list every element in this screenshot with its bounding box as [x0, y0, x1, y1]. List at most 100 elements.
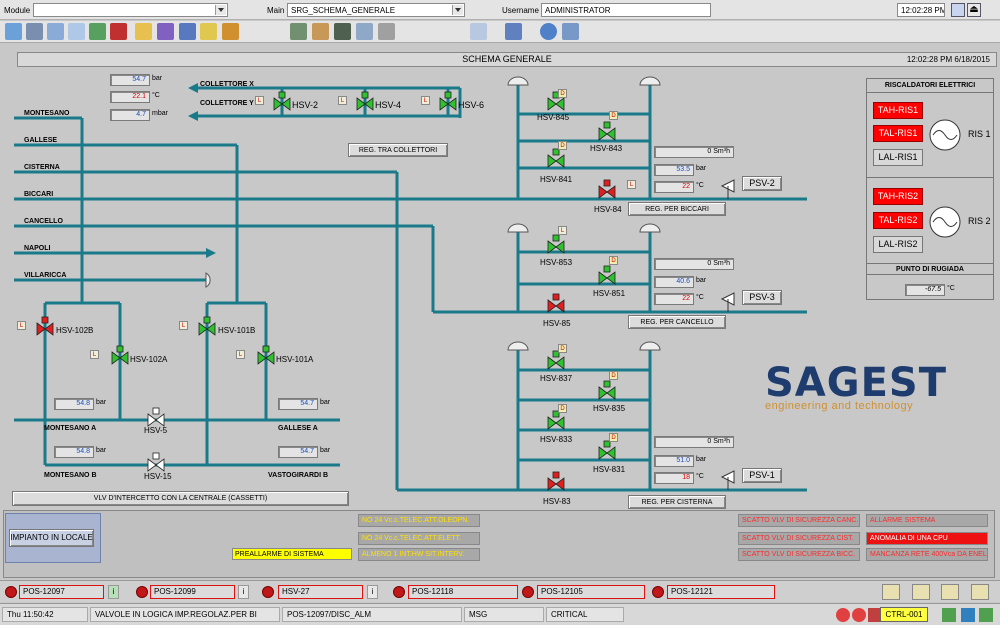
pos-item[interactable]: POS-12121: [667, 585, 775, 599]
valve-hsv-4[interactable]: [356, 91, 374, 111]
tah-ris1-indicator[interactable]: TAH-RIS1: [873, 102, 923, 119]
valve-hsv-101b[interactable]: [198, 316, 216, 336]
page-title: SCHEMA GENERALE: [462, 54, 552, 64]
montesano-b-label: MONTESANO B: [44, 472, 97, 479]
grid-icon[interactable]: [979, 608, 993, 622]
valve-hsv-853[interactable]: [547, 234, 565, 254]
grid-icon[interactable]: [89, 23, 106, 40]
sagest-logo: SAGEST: [765, 360, 948, 406]
pos-item[interactable]: POS-12118: [408, 585, 518, 599]
lal-ris2-indicator[interactable]: LAL-RIS2: [873, 236, 923, 253]
gauge-diff: 4.7: [110, 109, 150, 121]
psv-3-button[interactable]: PSV-3: [742, 290, 782, 305]
chart-icon[interactable]: [47, 23, 64, 40]
trend-icon[interactable]: [68, 23, 85, 40]
alarm-icon[interactable]: [110, 23, 127, 40]
info-icon[interactable]: i: [108, 585, 119, 599]
network-icon[interactable]: [356, 23, 373, 40]
help-icon[interactable]: [951, 3, 965, 17]
rugiada-value: -67.5: [905, 284, 945, 296]
reg-tra-collettori-button[interactable]: REG. TRA COLLETTORI: [348, 143, 448, 157]
psv-1-button[interactable]: PSV-1: [742, 468, 782, 483]
clock-icon[interactable]: [540, 23, 557, 40]
alarm-filter-icon[interactable]: [852, 608, 866, 622]
valve-hsv-2[interactable]: [273, 91, 291, 111]
valve-hsv-83[interactable]: [547, 471, 565, 491]
tal-ris2-indicator[interactable]: TAL-RIS2: [873, 212, 923, 229]
reg-per-cisterna-button[interactable]: REG. PER CISTERNA: [628, 495, 726, 509]
gallese-a-pressure: 54.7: [278, 398, 318, 410]
valve-hsv-833[interactable]: [547, 410, 565, 430]
exit-icon[interactable]: ⏏: [967, 3, 981, 17]
valve-hsv-102a[interactable]: [111, 345, 129, 365]
silence-icon[interactable]: [912, 584, 930, 600]
monitor-icon[interactable]: [334, 23, 351, 40]
valve-hsv-837[interactable]: [547, 350, 565, 370]
gauge-diff-unit: mbar: [152, 110, 168, 117]
pos-item[interactable]: POS-12105: [537, 585, 645, 599]
nav-icon[interactable]: [5, 23, 22, 40]
pos-item[interactable]: HSV-27: [278, 585, 363, 599]
reg-per-biccari-button[interactable]: REG. PER BICCARI: [628, 202, 726, 216]
info-icon[interactable]: i: [238, 585, 249, 599]
valve-hsv-84[interactable]: [598, 179, 616, 199]
local-indicator: D: [609, 371, 618, 380]
valve-hsv-5[interactable]: [147, 407, 165, 427]
settings-icon[interactable]: [378, 23, 395, 40]
print-icon[interactable]: [26, 23, 43, 40]
alarm-enel: MANCANZA RETE 400Vca DA ENEL: [866, 548, 988, 561]
vlv-intercetto-button[interactable]: VLV D'INTERCETTO CON LA CENTRALE (CASSET…: [12, 491, 349, 506]
bell-icon[interactable]: [200, 23, 217, 40]
main-select[interactable]: SRG_SCHEMA_GENERALE: [287, 3, 465, 17]
alarm-list-icon[interactable]: [868, 608, 882, 622]
valve-hsv-102b[interactable]: [36, 316, 54, 336]
chevron-down-icon[interactable]: [452, 5, 463, 15]
tal-ris1-indicator[interactable]: TAL-RIS1: [873, 125, 923, 142]
report-icon[interactable]: [222, 23, 239, 40]
reg-per-cancello-button[interactable]: REG. PER CANCELLO: [628, 315, 726, 329]
local-indicator: D: [609, 256, 618, 265]
pos-item[interactable]: POS-12099: [150, 585, 235, 599]
station2-temp: 22: [654, 293, 694, 305]
folder-icon[interactable]: [135, 23, 152, 40]
valve-hsv-6[interactable]: [439, 91, 457, 111]
hsv-841-label: HSV-841: [540, 175, 573, 184]
plant-icon[interactable]: [290, 23, 307, 40]
valve-hsv-851[interactable]: [598, 265, 616, 285]
info-icon[interactable]: i: [367, 585, 378, 599]
local-indicator: L: [255, 96, 264, 105]
valve-hsv-841[interactable]: [547, 148, 565, 168]
valve-hsv-15[interactable]: [147, 452, 165, 472]
lal-ris1-indicator[interactable]: LAL-RIS1: [873, 149, 923, 166]
impianto-in-locale-button[interactable]: IMPIANTO IN LOCALE: [9, 529, 94, 547]
valve-hsv-831[interactable]: [598, 440, 616, 460]
valve-hsv-835[interactable]: [598, 380, 616, 400]
hsv-85-label: HSV-85: [543, 319, 571, 328]
calendar-icon[interactable]: [562, 23, 579, 40]
network-icon[interactable]: [942, 608, 956, 622]
reset-icon[interactable]: [941, 584, 959, 600]
pos-item[interactable]: POS-12097: [19, 585, 104, 599]
alarm-filter-icon[interactable]: [836, 608, 850, 622]
valve-hsv-843[interactable]: [598, 121, 616, 141]
edit-icon[interactable]: [470, 23, 487, 40]
valve-hsv-85[interactable]: [547, 293, 565, 313]
users-icon[interactable]: [312, 23, 329, 40]
station1-flow: 0 Sm³h: [654, 146, 734, 158]
psv-2-button[interactable]: PSV-2: [742, 176, 782, 191]
window-icon[interactable]: [179, 23, 196, 40]
username-field[interactable]: ADMINISTRATOR: [541, 3, 711, 17]
valve-hsv-101a[interactable]: [257, 345, 275, 365]
tah-ris2-indicator[interactable]: TAH-RIS2: [873, 188, 923, 205]
module-select[interactable]: [33, 3, 228, 17]
search-icon[interactable]: [505, 23, 522, 40]
screen-icon[interactable]: [961, 608, 975, 622]
acknowledge-icon[interactable]: [882, 584, 900, 600]
psv-symbols: [720, 179, 735, 490]
chevron-down-icon[interactable]: [215, 5, 226, 15]
edit-icon[interactable]: [971, 584, 989, 600]
heater-icon: [929, 206, 961, 238]
back-icon[interactable]: [157, 23, 174, 40]
toolbar: [0, 21, 1000, 43]
top-clock: 12:02:28 PM: [897, 3, 945, 17]
